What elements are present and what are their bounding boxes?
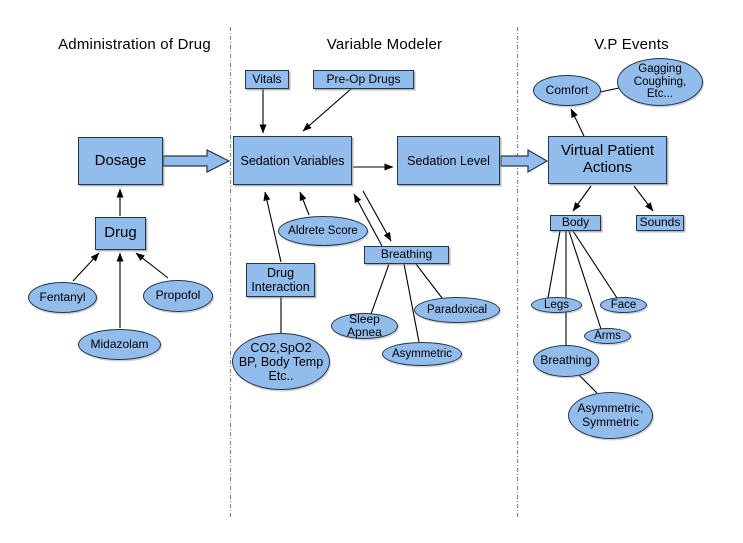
line-breathing-to-asymmetric-symmetric <box>578 374 598 394</box>
section-title-administration-of-drug: Administration of Drug <box>58 36 211 53</box>
node-virtual-patient-actions: Virtual Patient Actions <box>548 136 667 184</box>
node-breathing-mid: Breathing <box>364 246 449 264</box>
arrow-propofol-to-drug <box>135 252 169 279</box>
arrow-drug-interaction-to-sedation-variables <box>263 191 282 263</box>
arrow-vp-actions-to-comfort <box>570 108 585 137</box>
node-sleep-apnea: Sleep Apnea <box>331 312 398 339</box>
node-comfort: Comfort <box>533 75 601 106</box>
arrow-vp-actions-to-body <box>572 185 592 212</box>
node-sedation-level: Sedation Level <box>397 136 500 185</box>
node-aldrete-score: Aldrete Score <box>278 216 368 246</box>
node-breathing-right: Breathing <box>533 345 599 377</box>
line-body-to-face <box>572 230 618 299</box>
node-preop-drugs: Pre-Op Drugs <box>313 70 414 89</box>
node-drug-interaction: Drug Interaction <box>246 263 315 297</box>
node-body: Body <box>550 215 601 231</box>
node-arms: Arms <box>584 328 631 344</box>
node-drug: Drug <box>95 217 146 250</box>
section-title-vp-events: V.P Events <box>594 36 669 53</box>
node-midazolam: Midazolam <box>78 329 161 360</box>
node-asymmetric: Asymmetric <box>382 342 462 366</box>
arrow-breathing-to-sedation-variables <box>353 193 383 247</box>
line-breathing-to-asymmetric <box>403 263 420 343</box>
node-vitals: Vitals <box>245 70 289 89</box>
node-paradoxical: Paradoxical <box>414 297 500 323</box>
node-asymmetric-symmetric: Asymmetric, Symmetric <box>568 392 653 439</box>
node-propofol: Propofol <box>143 280 213 312</box>
arrow-sedation-variables-to-breathing <box>362 190 392 242</box>
node-face: Face <box>600 297 647 313</box>
node-sounds: Sounds <box>636 215 684 231</box>
line-comfort-to-gagging <box>599 87 620 93</box>
block-arrow-dosage-to-sedation-variables <box>162 149 231 173</box>
arrow-aldrete-to-sedation-variables <box>299 191 310 216</box>
arrow-fentanyl-to-drug <box>72 252 100 282</box>
node-fentanyl: Fentanyl <box>28 282 97 313</box>
section-title-variable-modeler: Variable Modeler <box>326 36 443 53</box>
line-body-to-arms <box>568 230 602 330</box>
node-dosage: Dosage <box>78 137 163 185</box>
line-breathing-to-sleep-apnea <box>370 263 390 315</box>
block-arrow-sedation-level-to-vp-actions <box>500 148 549 174</box>
node-physio-vars: CO2,SpO2 BP, Body Temp Etc.. <box>232 333 330 390</box>
arrow-preop-drugs-to-sedation-variables <box>302 88 352 132</box>
line-breathing-to-paradoxical <box>415 263 443 299</box>
node-gagging: Gagging Coughing, Etc... <box>617 58 703 106</box>
arrow-vp-actions-to-sounds <box>633 185 654 212</box>
node-sedation-variables: Sedation Variables <box>233 136 352 185</box>
node-legs: Legs <box>531 297 582 313</box>
line-body-to-legs <box>547 230 561 299</box>
